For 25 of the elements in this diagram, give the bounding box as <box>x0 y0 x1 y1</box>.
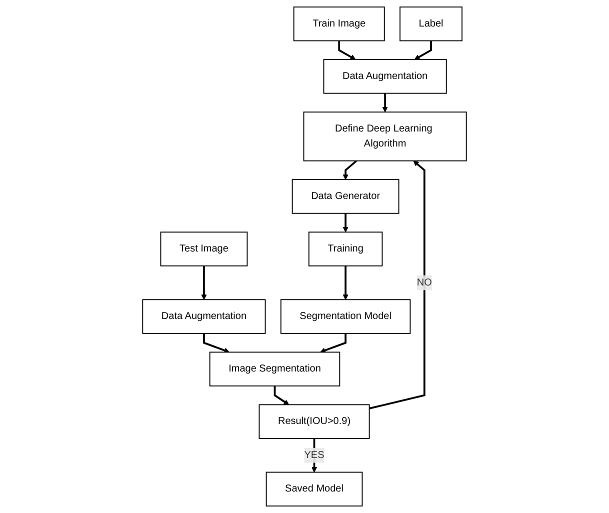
node-box: Training <box>308 232 383 266</box>
arrow <box>201 266 207 300</box>
arrow <box>338 40 356 60</box>
arrow <box>342 160 358 180</box>
edge-label: YES <box>304 450 324 460</box>
arrow <box>342 213 348 232</box>
arrow <box>274 386 290 405</box>
node-box: Define Deep Learning Algorithm <box>303 112 467 162</box>
node-box: Test Image <box>160 232 248 266</box>
node-box: Label <box>400 6 462 42</box>
node-box: Result(IOU>0.9) <box>258 404 370 439</box>
arrow <box>320 333 346 354</box>
arrow <box>203 333 230 354</box>
node-box: Segmentation Model <box>280 299 411 334</box>
arrow <box>369 160 426 410</box>
node-box: Saved Model <box>266 472 363 506</box>
edge-label: NO <box>416 277 432 288</box>
node-box: Data Generator <box>292 179 400 214</box>
node-box: Data Augmentation <box>323 59 447 94</box>
node-box: Data Augmentation <box>142 299 266 334</box>
node-box: Train Image <box>293 6 385 42</box>
arrow <box>382 93 388 112</box>
arrow <box>342 266 348 300</box>
node-box: Image Segmentation <box>209 352 340 386</box>
arrow <box>414 40 432 60</box>
